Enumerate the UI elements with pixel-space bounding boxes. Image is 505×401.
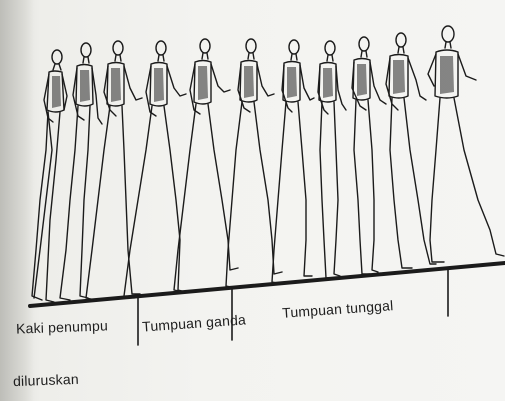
- walker-figure-11: [428, 26, 504, 262]
- label-diluruskan: diluruskan: [13, 371, 79, 389]
- ground-line: [30, 263, 505, 306]
- label-kaki-penumpu: Kaki penumpu: [16, 317, 108, 336]
- walker-figure-1: [32, 50, 67, 302]
